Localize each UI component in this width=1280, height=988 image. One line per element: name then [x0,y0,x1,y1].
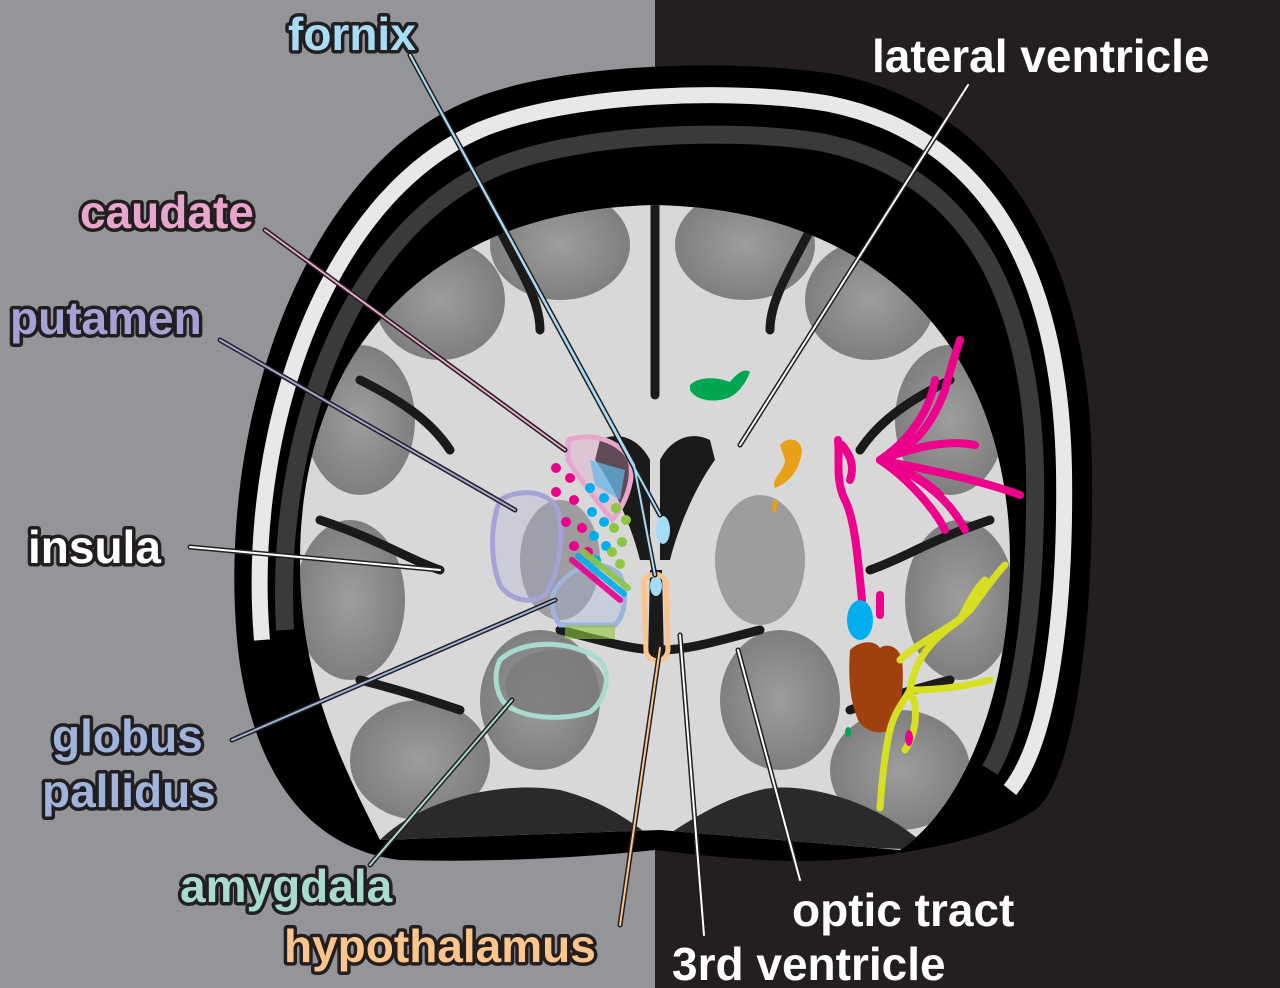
label-pallidus: pallidus [42,765,216,817]
label-amygdala: amygdala [180,860,393,912]
label-lateral-ventricle: lateral ventricle [872,30,1210,82]
label-optic-tract: optic tract [792,884,1014,936]
label-fornix: fornix [288,8,416,60]
fornix-structure [656,516,670,544]
label-insula: insula [28,521,161,573]
putamen-outline [493,493,561,601]
mri-head [234,65,1092,861]
blue-structure [847,600,873,640]
label-globus: globus [52,710,203,762]
label-third-ventricle: 3rd ventricle [672,938,946,988]
label-hypothalamus: hypothalamus [284,920,596,972]
label-putamen: putamen [10,292,202,344]
label-caudate: caudate [80,186,254,238]
